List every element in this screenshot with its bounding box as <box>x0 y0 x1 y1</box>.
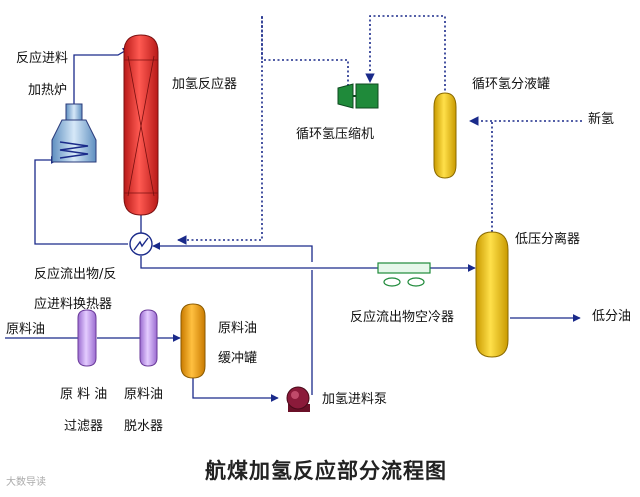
reactor-label: 加氢反应器 <box>172 77 238 92</box>
raw-oil-filter <box>77 309 97 367</box>
hydrogenation-feed-pump <box>286 386 310 412</box>
separator-label: 低压分离器 <box>515 232 581 247</box>
filter-label-2: 过滤器 <box>64 419 104 434</box>
air-cooler <box>377 262 431 287</box>
raw-oil-buffer-tank <box>180 303 206 379</box>
exchanger-label-1: 反应流出物/反 <box>34 267 117 282</box>
recycle-hydrogen-compressor <box>337 83 379 109</box>
process-lines <box>5 47 581 402</box>
heating-furnace <box>51 103 97 163</box>
raw-oil-dehydrator <box>139 309 158 367</box>
dehydrator-label-2: 脱水器 <box>124 419 164 434</box>
raw-oil-label: 原料油 <box>6 322 46 337</box>
hydrogenation-reactor <box>123 34 159 216</box>
buffer-label-1: 原料油 <box>218 321 258 336</box>
filter-label-1: 原 料 油 <box>60 387 108 402</box>
heat-exchanger <box>129 232 153 256</box>
dehydrator-label-1: 原料油 <box>124 387 164 402</box>
exchanger-label-2: 应进料换热器 <box>34 297 113 312</box>
pump-label: 加氢进料泵 <box>322 392 388 407</box>
diagram-title: 航煤加氢反应部分流程图 <box>205 458 447 483</box>
h2-tank-label: 循环氢分液罐 <box>472 77 551 92</box>
new-h2-label: 新氢 <box>588 112 615 127</box>
recycle-hydrogen-tank <box>433 92 457 179</box>
air-cooler-label: 反应流出物空冷器 <box>350 310 455 325</box>
buffer-label-2: 缓冲罐 <box>218 351 258 366</box>
furnace-label: 加热炉 <box>28 83 68 98</box>
watermark: 大数导读 <box>6 477 46 488</box>
low-pressure-separator <box>475 231 509 358</box>
feed-in-label: 反应进料 <box>16 51 69 66</box>
compressor-label: 循环氢压缩机 <box>296 127 375 142</box>
low-oil-label: 低分油 <box>592 309 632 324</box>
hydrogen-lines <box>177 15 582 245</box>
